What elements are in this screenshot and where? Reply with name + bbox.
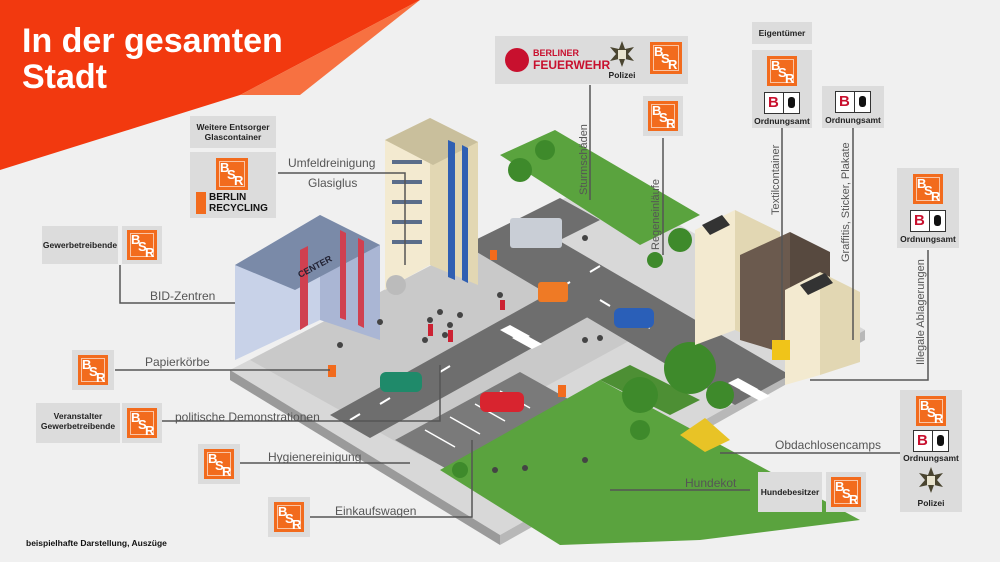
footer-note: beispielhafte Darstellung, Auszüge bbox=[26, 538, 167, 548]
label-politische-demonstrationen: politische Demonstrationen bbox=[175, 410, 320, 424]
polizei-label: Polizei bbox=[608, 70, 636, 80]
label-weitere-entsorger: Weitere Entsorger Glascontainer bbox=[196, 122, 270, 142]
tent bbox=[680, 418, 730, 452]
berlin-bear-icon: B bbox=[764, 92, 800, 114]
line-illegal bbox=[810, 250, 929, 381]
car-green bbox=[380, 372, 422, 392]
berlin-bear-icon: B bbox=[835, 91, 871, 113]
textile-container bbox=[772, 340, 790, 360]
label-ordnungsamt: Ordnungsamt bbox=[900, 234, 956, 244]
label-umfeldreinigung: Umfeldreinigung bbox=[288, 156, 376, 170]
label-hygienereinigung: Hygienereinigung bbox=[268, 450, 362, 464]
berlin-recycling-line2: RECYCLING bbox=[209, 203, 268, 214]
line-bid bbox=[119, 265, 235, 304]
road-main bbox=[330, 265, 640, 438]
line-einkauf bbox=[310, 440, 473, 518]
label-ordnungsamt: Ordnungsamt bbox=[754, 116, 810, 126]
label-bid-zentren: BID-Zentren bbox=[150, 289, 216, 303]
polizei-star-icon bbox=[916, 466, 946, 494]
box-eigentuemer: Eigentümer bbox=[752, 22, 812, 44]
page-title-line-2: Stadt bbox=[22, 58, 107, 96]
label-veranstalter: Veranstalter Gewerbetreibende bbox=[40, 411, 116, 431]
box-graffiti-ordnungsamt: B Ordnungsamt bbox=[822, 86, 884, 128]
label-sturmschaeden: Sturmschäden bbox=[578, 124, 590, 195]
label-polizei: Polizei bbox=[917, 498, 945, 508]
label-einkaufswagen: Einkaufswagen bbox=[335, 504, 417, 518]
label-illegale-ablagerungen: Illegale Ablagerungen bbox=[915, 259, 927, 365]
line-umfeld bbox=[278, 172, 406, 265]
berlin-bear-icon: B bbox=[913, 430, 949, 452]
label-glasiglus: Glasiglus bbox=[308, 176, 358, 190]
truck bbox=[510, 218, 562, 248]
line-demos bbox=[162, 365, 441, 422]
box-veranstalter: Veranstalter Gewerbetreibende bbox=[36, 403, 120, 443]
label-obdachlosencamps: Obdachlosencamps bbox=[775, 438, 882, 452]
title-banner bbox=[0, 0, 420, 170]
box-gewerbetreibende: Gewerbetreibende bbox=[42, 226, 118, 264]
label-hundebesitzer: Hundebesitzer bbox=[760, 487, 820, 497]
feuerwehr-logo-line1: BERLINER bbox=[533, 48, 580, 58]
box-weitere-entsorger: Weitere Entsorger Glascontainer bbox=[190, 116, 276, 148]
park bbox=[440, 380, 860, 545]
label-ordnungsamt: Ordnungsamt bbox=[825, 115, 881, 125]
label-hundekot: Hundekot bbox=[685, 476, 737, 490]
page-title-line-1: In der gesamten bbox=[22, 22, 283, 60]
box-hundebesitzer: Hundebesitzer bbox=[758, 472, 822, 512]
label-eigentuemer: Eigentümer bbox=[758, 28, 806, 38]
car-red bbox=[480, 392, 524, 412]
label-gewerbetreibende: Gewerbetreibende bbox=[42, 240, 118, 250]
berlin-bear-icon: B bbox=[910, 210, 946, 232]
label-regeneinlaeufe: Regeneinläufe bbox=[650, 179, 662, 250]
label-graffitis: Graffitis, Sticker, Plakate bbox=[840, 142, 852, 262]
polizei-star-icon bbox=[607, 40, 637, 68]
berlin-recycling-line1: BERLIN bbox=[209, 192, 247, 203]
label-textilcontainer: Textilcontainer bbox=[770, 144, 782, 215]
glass-igloo bbox=[386, 275, 406, 295]
feuerwehr-logo-line2: FEUERWEHR bbox=[533, 58, 611, 72]
feuerwehr-emblem-icon bbox=[505, 48, 529, 72]
car-blue bbox=[614, 308, 654, 328]
bsr-van bbox=[538, 282, 568, 302]
label-papierkoerbe: Papierkörbe bbox=[145, 355, 210, 369]
berlin-recycling-icon bbox=[196, 192, 206, 214]
label-ordnungsamt: Ordnungsamt bbox=[903, 453, 959, 463]
